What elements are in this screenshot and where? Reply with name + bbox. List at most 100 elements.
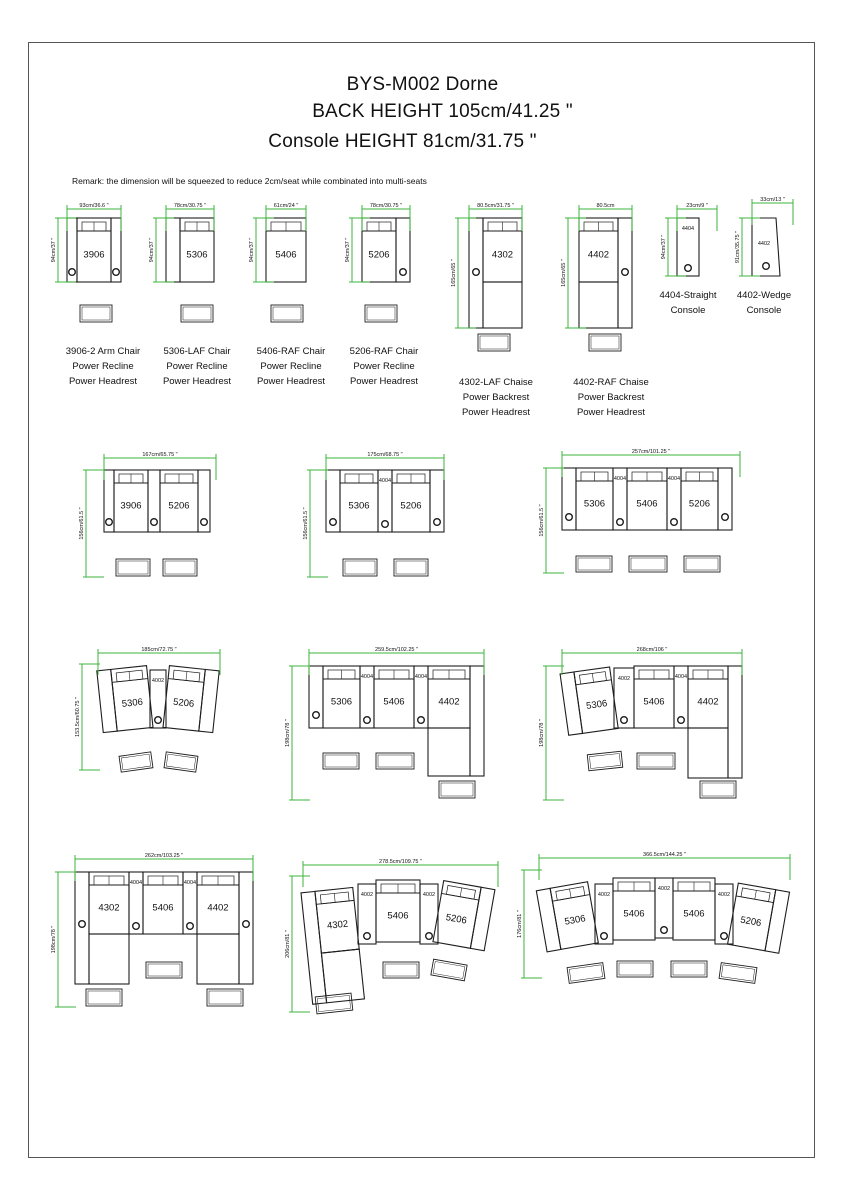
footrest-rect: [342, 558, 378, 577]
dimension-label: 257cm/101.25 ": [632, 449, 670, 455]
seat-label: 4302: [492, 250, 513, 261]
seat-5406: 5406: [375, 879, 421, 943]
right-section: 5206: [162, 665, 220, 734]
dimension-label: 94cm/37 ": [51, 238, 57, 263]
footrest-outline: [683, 555, 721, 573]
console-label: 4002: [658, 886, 670, 892]
seat-label: 5406: [643, 696, 664, 707]
footrest-inner: [590, 335, 620, 350]
dimension-depth-5406: 94cm/37 ": [249, 217, 274, 283]
footrest-inner: [324, 754, 358, 768]
dimension-depth-combo-9: 176cm/81 ": [517, 869, 542, 979]
unit-5206: 5206: [361, 217, 411, 283]
right-armrest: [395, 217, 411, 283]
footrest-rect: [430, 958, 468, 982]
footrest-rect: [163, 751, 199, 773]
dimension-width-combo-2: 175cm/68.75 ": [325, 452, 445, 480]
footrest-rect: [586, 750, 624, 772]
footrest-rect: [145, 961, 183, 979]
dimension-depth-combo-7: 198cm/78 ": [51, 871, 76, 1008]
seat-4402: 4402: [687, 665, 729, 779]
seat-4402: 4402: [196, 871, 240, 985]
cup-holder-icon: [620, 716, 629, 725]
dimension-width-wedge: 33cm/13 ": [751, 197, 794, 225]
left-armrest: [300, 890, 328, 1005]
dimension-label: 80.5cm/31.75 ": [477, 203, 514, 209]
dimension-width-combo-8: 278.5cm/109.75 ": [302, 859, 499, 887]
dimension-width-5206: 78cm/30.75 ": [361, 203, 411, 231]
dimension-label: 61cm/24 ": [274, 203, 299, 209]
dimension-label: 198cm/78 ": [539, 719, 545, 747]
footrest-outline: [115, 558, 151, 577]
footrest-rect: [670, 960, 708, 978]
cup-holder-icon: [111, 268, 120, 277]
dimension-label: 94cm/37 ": [249, 238, 255, 263]
seat-label: 5206: [689, 498, 710, 509]
footrest-outline: [393, 558, 429, 577]
armrest-frame: [469, 886, 496, 952]
seat-label: 5306: [564, 913, 587, 928]
dimension-depth-5306: 94cm/37 ": [149, 217, 174, 283]
footrest-inner: [272, 306, 302, 321]
dimension-label: 80.5cm: [596, 203, 614, 209]
armrest-frame: [727, 665, 743, 779]
footrest-outline: [699, 780, 737, 799]
console-4404: 4404: [676, 217, 700, 277]
footrest-left: [586, 750, 624, 772]
dimension-depth-4402: 165cm/65 ": [561, 217, 586, 329]
seat-3906: 3906: [76, 217, 112, 283]
footrest-rect: [718, 962, 758, 984]
seat-5406: 5406: [626, 467, 668, 531]
dimension-label: 33cm/13 ": [760, 197, 785, 203]
seat-5306: 5306: [575, 467, 614, 531]
footrest-outline: [322, 752, 360, 770]
footrest-inner: [432, 961, 466, 979]
armrest-frame: [197, 469, 211, 533]
chaise-extension: [196, 933, 240, 985]
footrest-left: [118, 751, 154, 773]
dimension-label: 165cm/65 ": [451, 259, 457, 287]
footrest-inner: [344, 560, 376, 575]
dimension-label: 176cm/81 ": [517, 910, 523, 938]
footrest-inner: [721, 964, 755, 982]
console-4004: 4004: [128, 871, 144, 935]
left-armrest: [325, 469, 341, 533]
dimension-label: 185cm/72.75 ": [141, 647, 176, 653]
footrest-rect: [616, 960, 654, 978]
footrest-outline: [670, 960, 708, 978]
dimension-width-combo-1: 167cm/65.75 ": [103, 452, 217, 480]
footrest-inner: [384, 963, 418, 977]
footrest-inner: [569, 964, 603, 982]
cup-holder-icon: [660, 926, 669, 935]
dimension-label: 156cm/61.5 ": [539, 504, 545, 536]
console-label: 4002: [152, 678, 164, 684]
footrest-outline: [206, 988, 244, 1007]
footrest-inner: [672, 962, 706, 976]
console-4004: 4004: [182, 871, 198, 935]
seat-label: 5206: [445, 912, 468, 927]
seat-frame: [265, 217, 307, 283]
console-label: 4404: [682, 226, 694, 232]
seat-4402: 4402: [427, 665, 471, 777]
footrest-rect: [699, 780, 737, 799]
right-armrest: [727, 665, 743, 779]
cup-holder-icon: [721, 513, 730, 522]
cup-holder-icon: [616, 518, 625, 527]
footrest-outline: [162, 558, 198, 577]
right-armrest: [469, 665, 485, 777]
headrest-seam: [569, 888, 572, 898]
footrest-inner: [440, 782, 474, 797]
cup-holder-icon: [670, 518, 679, 527]
dimension-width-4302: 80.5cm/31.75 ": [468, 203, 523, 231]
dimension-label: 366.5cm/144.25 ": [643, 852, 686, 858]
footrest-inner: [589, 753, 621, 769]
console-4004: 4004: [673, 665, 689, 729]
footrest-rect: [566, 962, 606, 984]
dimension-width-4402: 80.5cm: [578, 203, 633, 231]
seat-label: 5406: [636, 498, 657, 509]
